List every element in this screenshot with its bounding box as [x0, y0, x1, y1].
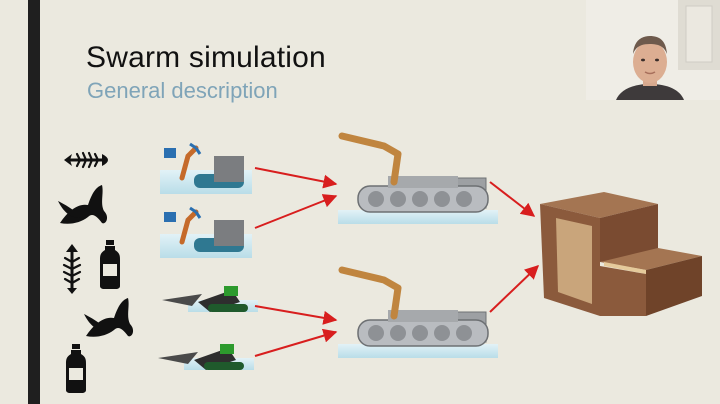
banana-peel-icon — [84, 298, 134, 337]
arm-robot-1 — [160, 142, 252, 194]
banana-peel-icon — [58, 185, 108, 224]
fish-skeleton-icon — [64, 151, 108, 169]
arrow-scoop2-to-carrier2 — [254, 328, 338, 357]
arrow-carrier1-to-container — [489, 181, 536, 217]
slide-subtitle: General description — [87, 78, 278, 103]
scoop-robot-1 — [162, 286, 258, 312]
slide-left-accent-bar — [28, 0, 40, 404]
presenter-avatar — [586, 0, 720, 100]
tracked-carrier-1 — [338, 132, 498, 224]
flow-arrows — [254, 167, 540, 357]
tracked-carrier-2 — [338, 266, 498, 358]
fish-skeleton-icon — [62, 244, 82, 294]
presenter-webcam — [586, 0, 720, 100]
collection-container — [540, 192, 702, 316]
scoop-robot-2 — [158, 344, 254, 370]
arrow-carrier2-to-container — [489, 265, 540, 313]
plastic-bottle-icon — [66, 344, 86, 393]
plastic-bottle-icon — [100, 240, 120, 289]
arrow-arm1-to-carrier1 — [254, 167, 338, 189]
slide-title: Swarm simulation — [86, 41, 326, 74]
arrow-scoop1-to-carrier2 — [254, 305, 338, 325]
arrow-arm2-to-carrier1 — [254, 194, 338, 229]
arm-robot-2 — [160, 206, 252, 258]
